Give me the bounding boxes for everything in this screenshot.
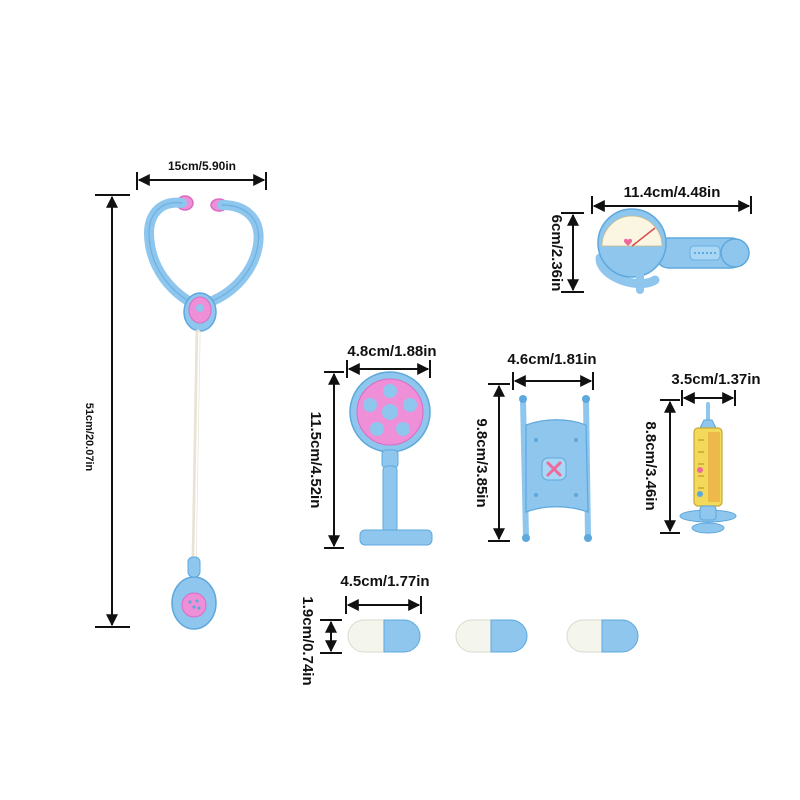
stethoscope-length-label: 51cm/20.07in — [83, 403, 95, 472]
stethoscope-arms — [144, 197, 264, 307]
pill-length-label: 4.5cm/1.77in — [340, 573, 429, 590]
gauge-height-label: 6cm/2.36in — [548, 215, 565, 292]
pill — [455, 619, 528, 653]
stethoscope-width-label: 15cm/5.90in — [168, 159, 236, 173]
otoscope-height-label: 11.5cm/4.52in — [307, 412, 324, 509]
blood-pressure-gauge: 11.4cm/4.48in 6cm/2.36in — [548, 184, 752, 294]
syringe: 3.5cm/1.37in 8.8cm/3.46in — [642, 371, 761, 534]
gauge-width-label: 11.4cm/4.48in — [624, 184, 721, 201]
pill — [347, 619, 421, 653]
splint-height-label: 9.8cm/3.85in — [473, 418, 490, 507]
otoscope-handle — [382, 465, 398, 535]
splint-width-label: 4.6cm/1.81in — [507, 351, 596, 368]
otoscope: 4.8cm/1.88in 11.5cm/4.52in — [307, 343, 437, 549]
otoscope-width-label: 4.8cm/1.88in — [347, 343, 436, 360]
pill — [566, 619, 639, 653]
stethoscope: 15cm/5.90in 51cm/20.07in — [83, 159, 267, 630]
pills: 4.5cm/1.77in 1.9cm/0.74in — [299, 573, 639, 686]
pill-diameter-label: 1.9cm/0.74in — [299, 596, 316, 685]
splint: 4.6cm/1.81in 9.8cm/3.85in — [473, 351, 597, 542]
syringe-width-label: 3.5cm/1.37in — [671, 371, 760, 388]
syringe-height-label: 8.8cm/3.46in — [642, 421, 659, 510]
stethoscope-tube — [191, 329, 201, 568]
